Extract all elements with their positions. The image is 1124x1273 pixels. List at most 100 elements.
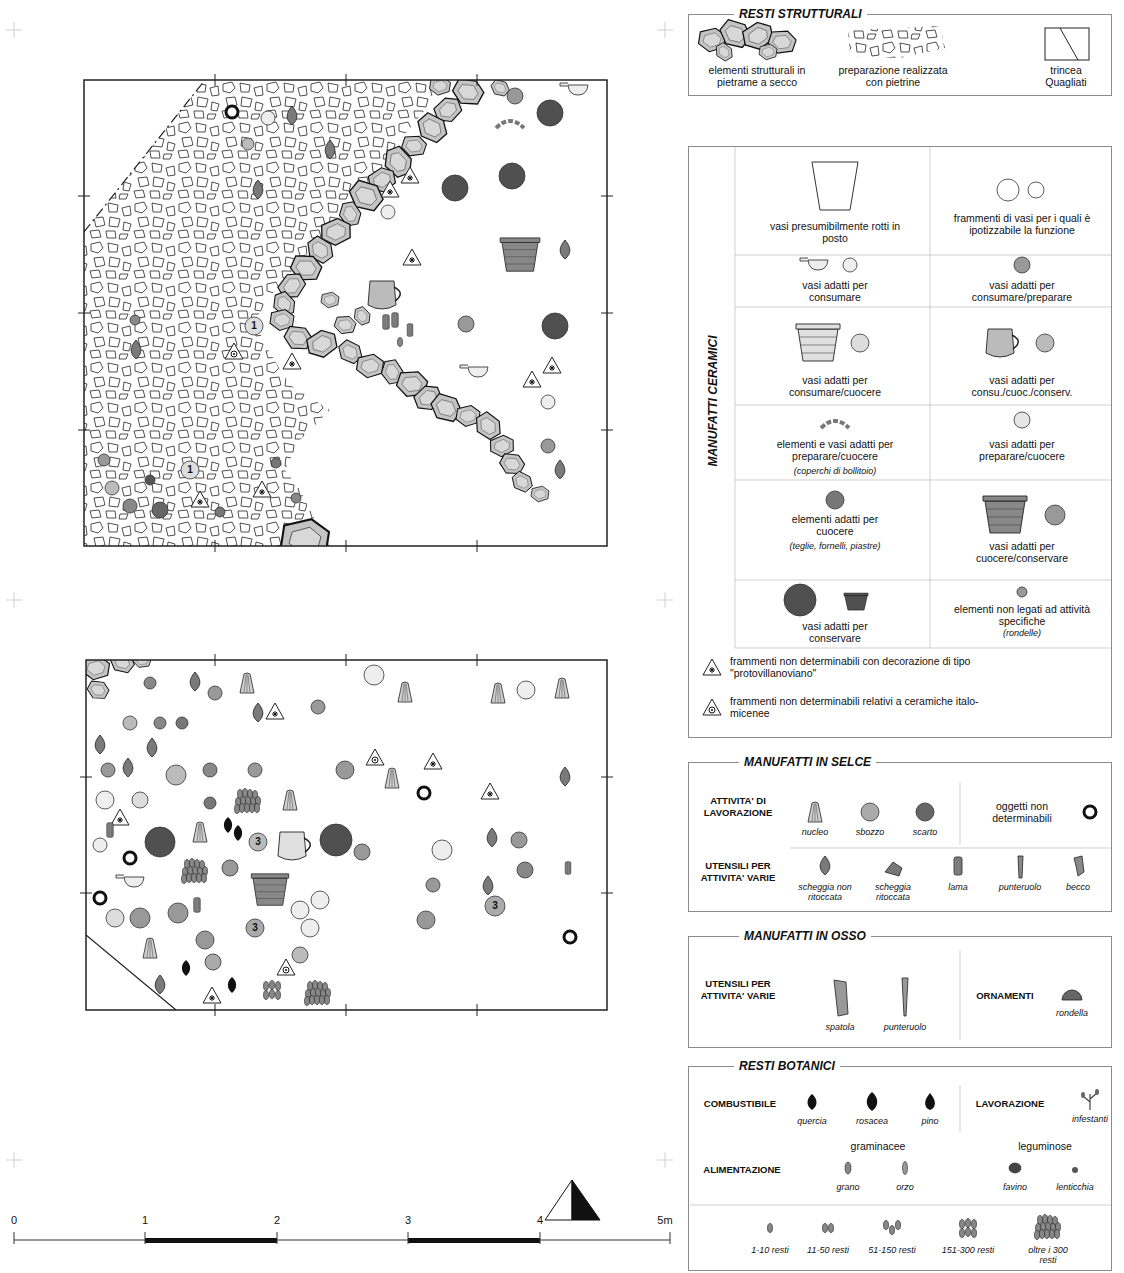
- plan-upper: [215, 507, 225, 517]
- plan-lower: [432, 840, 452, 860]
- legend-samples: [735, 146, 1112, 648]
- plan-lower: [235, 789, 261, 814]
- legend-samples: [960, 950, 961, 1040]
- plan-lower: [166, 765, 186, 785]
- plan-upper: [145, 475, 155, 485]
- legend-samples: [925, 1093, 935, 1110]
- plan-upper: [226, 106, 238, 118]
- plan-upper: [333, 314, 357, 336]
- plan-lower: [130, 908, 150, 928]
- legend-text: vasi adatti per cuocere/conservare: [952, 540, 1092, 564]
- plan-lower: [511, 832, 527, 848]
- plan-lower: [80, 654, 613, 1016]
- plan-lower: [123, 758, 133, 777]
- legend-samples: [1084, 806, 1096, 818]
- legend-text: scheggia ritoccata: [865, 882, 921, 902]
- plan-upper: [460, 365, 488, 377]
- north-arrow: [545, 1180, 572, 1220]
- legend-samples: [903, 1162, 908, 1175]
- legend-samples: [790, 782, 1112, 848]
- plan-lower: [398, 682, 412, 702]
- plan-lower: [190, 672, 200, 691]
- legend-samples: [960, 1219, 977, 1238]
- legend-label: ALIMENTAZIONE: [692, 1164, 792, 1176]
- panel-heading: MANUFATTI IN OSSO: [739, 929, 871, 943]
- legend-samples: [1028, 182, 1044, 198]
- plan-lower: [116, 875, 144, 887]
- legend-text: vasi adatti per consumare: [780, 279, 890, 303]
- plan-lower: [555, 678, 569, 698]
- legend-samples: [845, 1162, 851, 1174]
- plan-upper: [383, 315, 389, 329]
- plan-lower: [168, 903, 188, 923]
- plan-upper: [84, 80, 607, 546]
- plan-lower: [123, 716, 137, 730]
- legend-samples: [712, 40, 736, 64]
- legend-samples: [820, 856, 830, 875]
- legend-text: punteruolo: [992, 882, 1048, 892]
- legend-samples: [986, 329, 1018, 357]
- callout-number: 3: [250, 836, 266, 848]
- plan-lower: [228, 977, 236, 993]
- legend-label: (coperchi di bollitoio): [755, 466, 915, 476]
- plan-upper: [541, 395, 555, 409]
- legend-label: LAVORAZIONE: [968, 1098, 1052, 1110]
- plan-upper: [392, 313, 398, 327]
- plan-lower: [101, 763, 115, 777]
- legend-samples: [1095, 1089, 1099, 1095]
- plan-lower: [176, 717, 188, 729]
- legend-text: frammenti non determinabili relativi a c…: [730, 695, 990, 719]
- legend-text: vasi adatti per consu./cuoc./conserv.: [947, 374, 1097, 398]
- plan-lower: [253, 703, 263, 722]
- plan-lower: [264, 981, 281, 1000]
- panel-heading: RESTI STRUTTURALI: [734, 7, 867, 21]
- plan-lower: [517, 681, 535, 699]
- registration-marks: [6, 22, 673, 1168]
- legend-text: elementi strutturali in pietrame a secco: [694, 64, 820, 88]
- legend-samples: [890, 1226, 895, 1235]
- plan-lower: [80, 647, 613, 1016]
- plan-lower: [485, 896, 505, 916]
- legend-samples: [1035, 1215, 1061, 1240]
- legend-samples: [1045, 28, 1089, 60]
- plan-lower: [366, 749, 384, 765]
- legend-samples: [784, 584, 816, 616]
- plan-lower: [283, 790, 297, 810]
- legend-samples: [916, 803, 934, 821]
- legend-label: (rondelle): [972, 628, 1072, 638]
- legend-text: spatola: [815, 1022, 865, 1032]
- legend-samples: [690, 1205, 1112, 1206]
- plan-upper: [458, 316, 474, 332]
- plan-upper: [542, 313, 568, 339]
- plan-upper: [291, 493, 301, 503]
- legend-label: UTENSILI PER ATTIVITA' VARIE: [690, 978, 786, 1002]
- plan-upper: [130, 315, 140, 325]
- legend-label: ATTIVITA' DI LAVORAZIONE: [690, 795, 786, 819]
- plan-upper: [500, 238, 540, 271]
- plan-lower: [564, 931, 576, 943]
- panel-heading: MANUFATTI CERAMICI: [706, 335, 720, 466]
- plan-lower: [418, 787, 430, 799]
- plan-upper: [191, 491, 209, 507]
- legend-samples: [1045, 505, 1065, 525]
- legend-samples: [812, 162, 858, 210]
- scale-bar: [408, 1238, 540, 1243]
- plan-lower: [86, 660, 576, 1010]
- plan-lower: [86, 935, 176, 1010]
- plan-upper: [181, 461, 199, 479]
- scale-number: 1: [135, 1214, 155, 1226]
- plan-upper: [84, 80, 205, 232]
- legend-samples: [902, 978, 908, 1016]
- plan-upper: [430, 80, 451, 95]
- plan-lower: [224, 817, 232, 833]
- plan-lower: [94, 892, 106, 904]
- legend-text: 1-10 resti: [747, 1245, 793, 1255]
- plan-upper: [543, 357, 561, 373]
- plan-upper: [245, 317, 263, 335]
- legend-samples: [826, 491, 844, 509]
- plan-lower: [487, 828, 497, 847]
- legend-samples: [844, 593, 868, 610]
- legend-text: favino: [993, 1182, 1037, 1192]
- legend-text: scheggia non ritoccata: [795, 882, 855, 902]
